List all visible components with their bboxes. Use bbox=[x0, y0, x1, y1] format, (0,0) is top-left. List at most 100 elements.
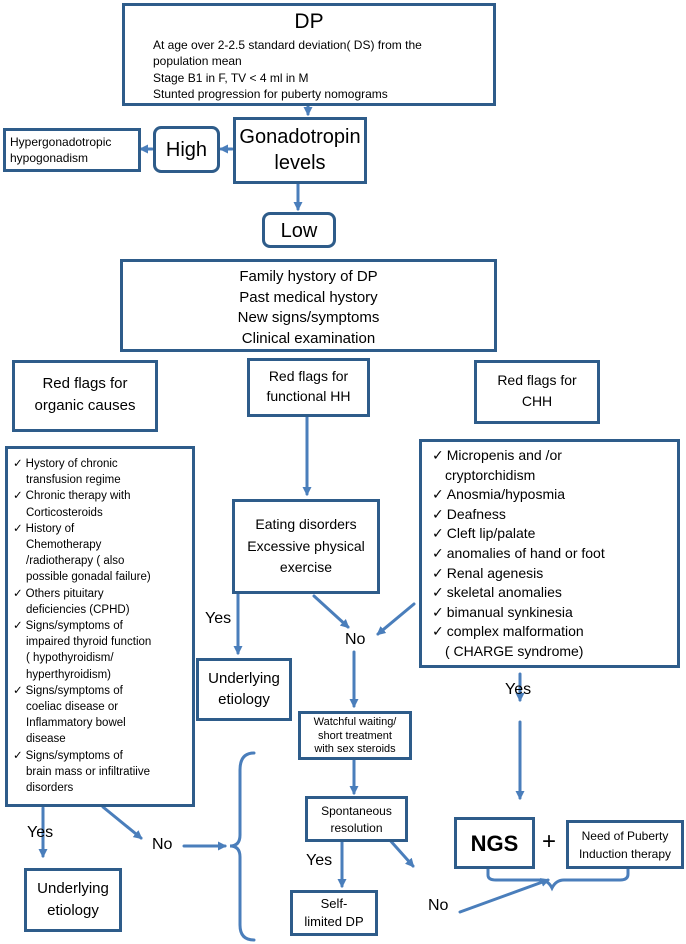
spontaneous-resolution-box: Spontaneous resolution bbox=[305, 796, 408, 842]
no-label-organic: No bbox=[152, 836, 173, 853]
arrow-eating-to-no bbox=[312, 594, 350, 629]
organic-cause-item-text: ( hypothyroidism/ bbox=[26, 652, 114, 665]
organic-cause-item: Signs/symptoms of bbox=[13, 618, 151, 634]
gonadotropin-line-2: levels bbox=[274, 152, 326, 174]
dp-criteria-line-1: At age over 2-2.5 standard deviation( DS… bbox=[153, 38, 422, 52]
chh-signs-box: Micropenis and /or cryptorchidismAnosmia/… bbox=[419, 439, 680, 668]
organic-cause-item: possible gonadal failure) bbox=[13, 569, 151, 585]
organic-cause-item: Hystory of chronic bbox=[13, 456, 151, 472]
chh-sign-item-text: cryptorchidism bbox=[445, 466, 536, 483]
organic-cause-item-text: coeliac disease or bbox=[26, 701, 119, 714]
chh-sign-item: Anosmia/hyposmia bbox=[432, 485, 605, 505]
chh-sign-item-text: Micropenis and /or bbox=[446, 447, 562, 463]
arrow-no-to-puberty-bracket bbox=[458, 878, 550, 914]
low-label: Low bbox=[280, 220, 318, 242]
eating-line-1: Eating disorders bbox=[255, 516, 357, 532]
yes-label-organic: Yes bbox=[27, 824, 54, 841]
organic-cause-item-text: Hystory of chronic bbox=[25, 458, 118, 470]
bottom-bracket-ngs-puberty bbox=[486, 867, 630, 892]
history-line-3: New signs/symptoms bbox=[237, 309, 380, 326]
red-flags-organic-line-2: organic causes bbox=[34, 397, 136, 414]
organic-cause-item: transfusion regime bbox=[13, 472, 151, 488]
underlying-center-line-1: Underlying bbox=[208, 670, 280, 687]
organic-cause-item-text: /radiotherapy ( also bbox=[26, 555, 125, 568]
hypergonadotropic-box: Hypergonadotropic hypogonadism bbox=[3, 128, 141, 172]
puberty-line-1: Need of Puberty bbox=[581, 829, 669, 843]
red-flags-organic-line-1: Red flags for bbox=[42, 375, 128, 392]
underlying-etiology-box-left: Underlying etiology bbox=[24, 868, 122, 932]
plus-sign: + bbox=[542, 828, 557, 855]
red-flags-organic-box: Red flags for organic causes bbox=[12, 360, 158, 432]
dp-criteria-line-2: population mean bbox=[153, 54, 242, 68]
red-flags-functional-line-1: Red flags for bbox=[268, 368, 349, 384]
organic-causes-box: Hystory of chronic transfusion regimeChro… bbox=[5, 446, 195, 807]
underlying-etiology-box-center: Underlying etiology bbox=[196, 658, 292, 721]
organic-cause-item: Chemotherapy bbox=[13, 537, 151, 553]
chh-sign-item: Renal agenesis bbox=[432, 564, 605, 584]
organic-cause-item-text: possible gonadal failure) bbox=[26, 571, 151, 584]
self-limited-line-2: limited DP bbox=[304, 914, 364, 929]
arrow-organic-to-no bbox=[101, 805, 143, 840]
history-line-4: Clinical examination bbox=[241, 330, 376, 347]
no-label-center: No bbox=[345, 631, 366, 648]
red-flags-chh-line-1: Red flags for bbox=[497, 372, 577, 388]
spontaneous-line-2: resolution bbox=[330, 821, 383, 835]
organic-cause-item: Signs/symptoms of bbox=[13, 748, 151, 764]
organic-cause-item: Others pituitary bbox=[13, 586, 151, 602]
chh-sign-item-text: Cleft lip/palate bbox=[446, 525, 536, 542]
dp-title: DP bbox=[294, 10, 324, 33]
organic-cause-item-text: transfusion regime bbox=[26, 474, 121, 487]
organic-cause-item: Inflammatory bowel bbox=[13, 715, 151, 731]
ngs-label: NGS bbox=[470, 831, 519, 856]
yes-label-chh: Yes bbox=[505, 681, 532, 698]
organic-cause-item-text: brain mass or infiltratiive bbox=[26, 765, 150, 778]
red-flags-chh-line-2: CHH bbox=[521, 393, 553, 409]
chh-sign-item-text: skeletal anomalies bbox=[446, 584, 562, 601]
red-flags-functional-box: Red flags for functional HH bbox=[247, 358, 370, 417]
high-box: High bbox=[153, 126, 220, 173]
organic-cause-item-text: hyperthyroidism) bbox=[26, 668, 111, 681]
organic-cause-item: disease bbox=[13, 731, 151, 747]
self-limited-line-1: Self- bbox=[320, 896, 348, 911]
eating-line-3: exercise bbox=[279, 559, 333, 575]
chh-sign-item-text: complex malformation bbox=[446, 623, 584, 640]
organic-cause-item: /radiotherapy ( also bbox=[13, 553, 151, 569]
organic-cause-item: Chronic therapy with bbox=[13, 488, 151, 504]
chh-sign-item: Micropenis and /or bbox=[432, 446, 605, 466]
organic-causes-list: Hystory of chronic transfusion regimeChro… bbox=[13, 456, 152, 796]
chh-sign-item: bimanual synkinesia bbox=[432, 603, 605, 623]
organic-cause-item: impaired thyroid function bbox=[13, 634, 151, 650]
chh-sign-item-text: anomalies of hand or foot bbox=[446, 544, 605, 561]
organic-cause-item: History of bbox=[13, 521, 151, 537]
high-label: High bbox=[165, 139, 208, 161]
arrow-chh-to-no bbox=[376, 602, 416, 636]
organic-cause-item: disorders bbox=[13, 780, 151, 796]
organic-cause-item-text: Inflammatory bowel bbox=[26, 717, 126, 730]
organic-cause-item-text: Chronic therapy with bbox=[25, 490, 131, 503]
organic-cause-item: ( hypothyroidism/ bbox=[13, 650, 151, 666]
yes-label-spontaneous: Yes bbox=[306, 852, 333, 869]
chh-sign-item: cryptorchidism bbox=[432, 466, 605, 486]
chh-sign-item-text: Renal agenesis bbox=[446, 564, 544, 581]
history-line-1: Family hystory of DP bbox=[239, 268, 378, 285]
red-flags-chh-box: Red flags for CHH bbox=[474, 360, 600, 424]
organic-cause-item-text: disease bbox=[26, 733, 66, 746]
dp-box: DP At age over 2-2.5 standard deviation(… bbox=[122, 3, 496, 106]
self-limited-dp-box: Self- limited DP bbox=[290, 890, 378, 936]
organic-cause-item-text: History of bbox=[25, 522, 75, 535]
chh-sign-item: skeletal anomalies bbox=[432, 583, 605, 603]
organic-cause-item-text: Others pituitary bbox=[25, 587, 104, 600]
chh-sign-item: complex malformation bbox=[432, 622, 605, 642]
organic-cause-item-text: Signs/symptoms of bbox=[25, 620, 123, 633]
underlying-left-line-1: Underlying bbox=[37, 880, 109, 897]
watchful-line-2: short treatment bbox=[318, 730, 392, 742]
chh-sign-item: ( CHARGE syndrome) bbox=[432, 642, 605, 662]
yes-label-eating: Yes bbox=[205, 610, 232, 627]
chh-sign-item: anomalies of hand or foot bbox=[432, 544, 605, 564]
organic-cause-item-text: deficiencies (CPHD) bbox=[26, 603, 130, 616]
history-line-2: Past medical hystory bbox=[239, 289, 378, 306]
watchful-line-3: with sex steroids bbox=[314, 743, 396, 755]
eating-line-2: Excessive physical bbox=[247, 538, 365, 554]
dp-criteria-line-3: Stage B1 in F, TV < 4 ml in M bbox=[153, 71, 309, 85]
organic-cause-item: coeliac disease or bbox=[13, 699, 151, 715]
